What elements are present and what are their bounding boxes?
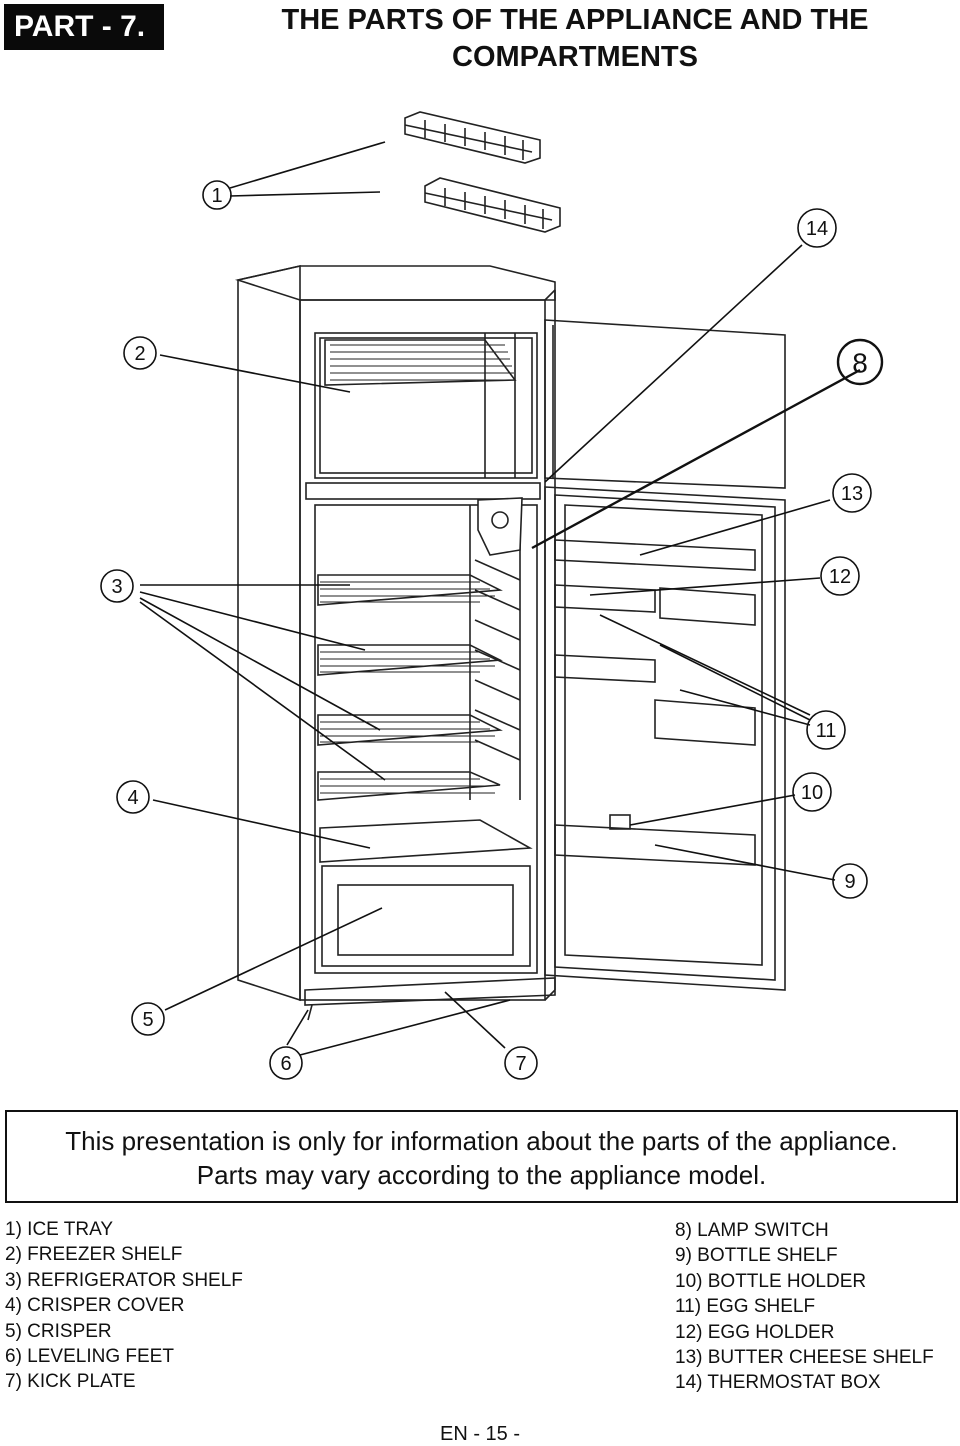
callout-label-2: 2 bbox=[134, 343, 145, 365]
callout-label-11: 11 bbox=[816, 720, 837, 742]
part-label: PART - 7. bbox=[4, 4, 164, 50]
refrigerator-shelf-4 bbox=[317, 771, 501, 801]
parts-legend-left: 1) ICE TRAY 2) FREEZER SHELF 3) REFRIGER… bbox=[5, 1217, 243, 1395]
thermostat-knob bbox=[491, 511, 509, 529]
crisper-cover bbox=[319, 819, 533, 863]
callout-label-1: 1 bbox=[211, 185, 222, 207]
fridge-door bbox=[544, 486, 786, 991]
egg-shelf-2 bbox=[654, 699, 756, 746]
legend-item: 6) LEVELING FEET bbox=[5, 1346, 174, 1368]
crisper bbox=[321, 865, 531, 967]
disclaimer-line-1: This presentation is only for informatio… bbox=[65, 1126, 898, 1156]
legend-item: 1) ICE TRAY bbox=[5, 1219, 114, 1240]
callout-label-5: 5 bbox=[142, 1009, 153, 1031]
legend-item: 8) LAMP SWITCH bbox=[675, 1220, 829, 1241]
callout-3 bbox=[100, 569, 134, 603]
freezer-divider bbox=[305, 482, 541, 500]
callout-leaders bbox=[139, 141, 861, 1056]
butter-cheese-shelf bbox=[554, 539, 756, 571]
callout-8 bbox=[836, 338, 884, 386]
callout-13 bbox=[832, 473, 872, 513]
egg-holder-1 bbox=[554, 584, 656, 613]
legend-item: 12) EGG HOLDER bbox=[675, 1321, 835, 1343]
callout-4 bbox=[116, 780, 150, 814]
callout-label-9: 9 bbox=[844, 871, 855, 893]
egg-shelf-1 bbox=[554, 654, 656, 683]
callout-14 bbox=[797, 208, 837, 248]
disclaimer-line-2: Parts may vary according to the applianc… bbox=[196, 1160, 767, 1190]
parts-legend-right: 8) LAMP SWITCH 9) BOTTLE SHELF 10) BOTTL… bbox=[675, 1218, 934, 1396]
legend-item: 7) KICK PLATE bbox=[5, 1371, 136, 1393]
freezer-door bbox=[544, 319, 786, 489]
callout-9 bbox=[832, 863, 868, 899]
freezer-shelf bbox=[324, 339, 517, 386]
refrigerator-shelf-1 bbox=[317, 574, 503, 606]
thermostat-box bbox=[477, 497, 523, 556]
legend-item: 13) BUTTER CHEESE SHELF bbox=[675, 1347, 934, 1369]
callout-label-12: 12 bbox=[829, 566, 851, 588]
legend-item: 10) BOTTLE HOLDER bbox=[675, 1270, 867, 1292]
disclaimer-box: This presentation is only for informatio… bbox=[5, 1110, 958, 1203]
legend-item: 14) THERMOSTAT BOX bbox=[675, 1372, 881, 1394]
callout-1 bbox=[202, 180, 232, 210]
callout-2 bbox=[123, 336, 157, 370]
callout-label-8: 8 bbox=[852, 348, 868, 379]
fridge-parts-diagram: 1 2 3 4 5 6 7 8 9 10 11 12 13 14 bbox=[100, 111, 884, 1080]
callout-7 bbox=[504, 1046, 538, 1080]
refrigerator-shelf-3 bbox=[317, 714, 503, 746]
title-line-2: COMPARTMENTS bbox=[452, 41, 698, 73]
legend-item: 3) REFRIGERATOR SHELF bbox=[5, 1269, 243, 1291]
callout-6 bbox=[269, 1046, 303, 1080]
legend-item: 9) BOTTLE SHELF bbox=[675, 1245, 838, 1267]
callout-11 bbox=[806, 710, 846, 750]
callout-label-4: 4 bbox=[127, 787, 138, 809]
kick-plate bbox=[304, 977, 556, 1006]
leveling-foot bbox=[307, 1004, 313, 1021]
freezer-compartment bbox=[314, 332, 538, 479]
page-title: THE PARTS OF THE APPLIANCE AND THE COMPA… bbox=[190, 2, 960, 76]
ice-tray-upper bbox=[404, 111, 541, 164]
page-number: EN - 15 - bbox=[439, 1423, 521, 1445]
legend-item: 11) EGG SHELF bbox=[675, 1296, 816, 1318]
callout-12 bbox=[820, 556, 860, 596]
ice-tray-lower bbox=[424, 177, 561, 233]
bottle-holder bbox=[609, 814, 631, 830]
fridge-cabinet bbox=[234, 264, 556, 1002]
legend-item: 4) CRISPER COVER bbox=[5, 1295, 185, 1317]
title-line-1: THE PARTS OF THE APPLIANCE AND THE bbox=[281, 4, 869, 36]
egg-holder-2 bbox=[659, 587, 756, 626]
callout-5 bbox=[131, 1002, 165, 1036]
callout-label-3: 3 bbox=[111, 576, 122, 598]
callout-label-6: 6 bbox=[280, 1053, 291, 1075]
callout-label-14: 14 bbox=[806, 218, 828, 240]
legend-item: 5) CRISPER bbox=[5, 1320, 112, 1342]
callout-10 bbox=[792, 772, 832, 812]
refrigerator-shelf-2 bbox=[317, 644, 503, 676]
callout-label-10: 10 bbox=[801, 782, 823, 804]
callout-label-7: 7 bbox=[515, 1053, 526, 1075]
callout-label-13: 13 bbox=[841, 483, 863, 505]
legend-item: 2) FREEZER SHELF bbox=[5, 1244, 183, 1266]
